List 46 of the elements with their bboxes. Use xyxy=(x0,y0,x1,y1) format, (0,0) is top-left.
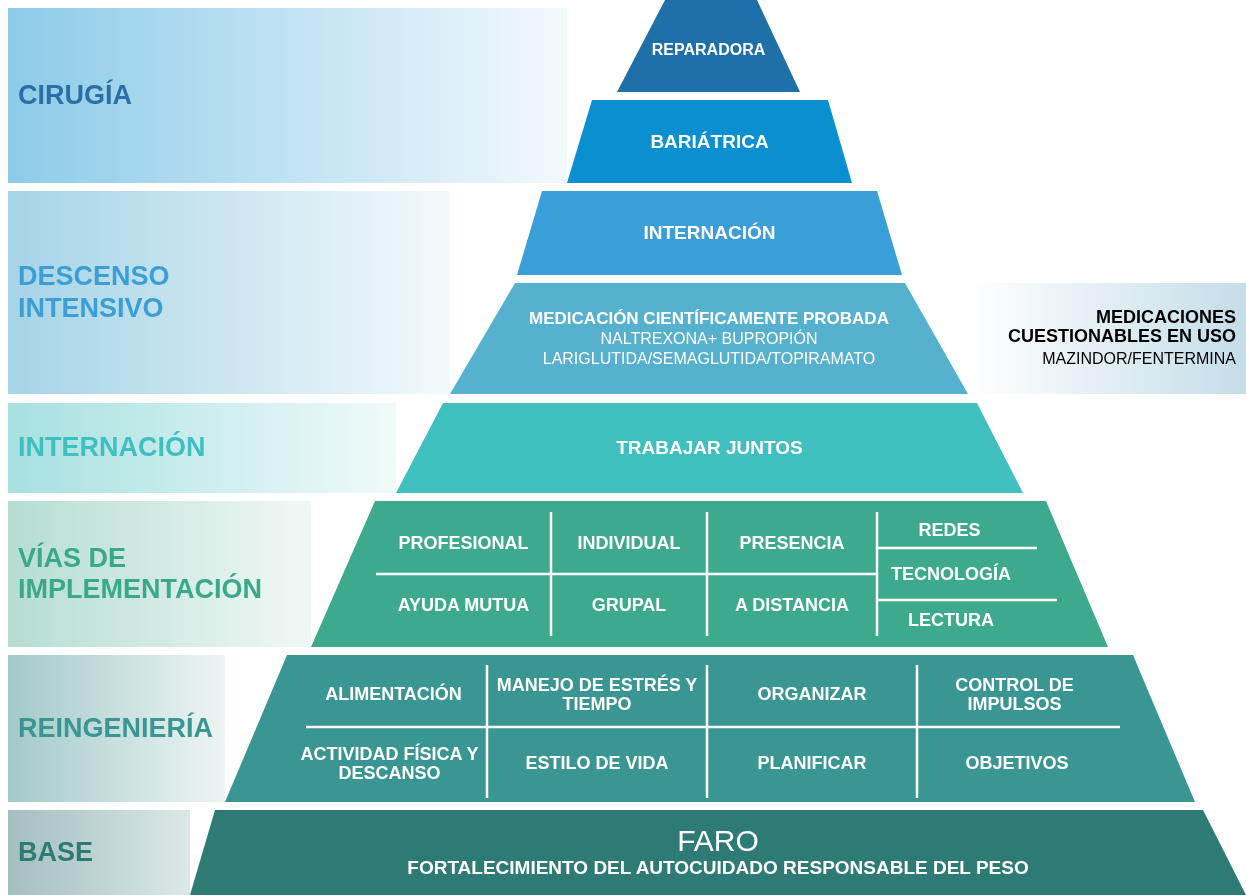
tier-label: REPARADORA xyxy=(651,40,766,60)
tier-item-label: TECNOLOGÍA xyxy=(877,548,1025,600)
pyramid-tier xyxy=(567,100,852,183)
tier-item-label: PROFESIONAL xyxy=(376,512,551,574)
category-label: REINGENIERÍA xyxy=(18,712,214,744)
category-band xyxy=(8,501,311,647)
tier-item-label: CONTROL DE IMPULSOS xyxy=(917,662,1112,727)
tier-subtext: LARIGLUTIDA/SEMAGLUTIDA/TOPIRAMATO xyxy=(542,349,876,370)
tier-label: INTERNACIÓN xyxy=(643,221,776,245)
tier-label: BARIÁTRICA xyxy=(650,129,769,154)
tier-subtext: FORTALECIMIENTO DEL AUTOCUIDADO RESPONSABLE DEL PESO xyxy=(407,855,1029,880)
category-label: INTERNACIÓN xyxy=(18,432,206,464)
tier-item-label: MANEJO DE ESTRÉS Y TIEMPO xyxy=(487,662,707,727)
category-band xyxy=(8,403,396,493)
tier-label: MEDICACIÓN CIENTÍFICAMENTE PROBADA xyxy=(529,307,889,329)
tier-item-label: INDIVIDUAL xyxy=(551,512,707,574)
category-label: BASE xyxy=(18,836,93,868)
pyramid-tier xyxy=(396,403,1023,493)
tier-item-label: AYUDA MUTUA xyxy=(376,574,551,636)
pyramid-tier xyxy=(450,283,968,394)
category-band xyxy=(8,655,225,802)
tier-item-label: ESTILO DE VIDA xyxy=(487,727,707,800)
panel-heading: MEDICACIONES CUESTIONABLES EN USO xyxy=(1006,307,1236,346)
tier-label: FARO xyxy=(677,825,759,856)
category-label: VÍAS DE IMPLEMENTACIÓN xyxy=(18,542,263,606)
category-label: DESCENSO INTENSIVO xyxy=(18,261,171,324)
pyramid-tier xyxy=(225,655,1195,802)
tier-item-label: ACTIVIDAD FÍSICA Y DESCANSO xyxy=(292,727,487,800)
category-label: CIRUGÍA xyxy=(18,79,132,111)
tier-item-label: A DISTANCIA xyxy=(707,574,877,636)
pyramid-tier xyxy=(311,501,1108,647)
tier-item-label: PLANIFICAR xyxy=(707,727,917,800)
category-band xyxy=(8,191,450,394)
tier-item-label: GRUPAL xyxy=(551,574,707,636)
tier-item-label: PRESENCIA xyxy=(707,512,877,574)
tier-item-label: REDES xyxy=(877,512,1022,548)
category-band xyxy=(8,810,190,895)
tier-item-label: ALIMENTACIÓN xyxy=(300,662,487,727)
tier-label: TRABAJAR JUNTOS xyxy=(616,436,803,460)
tier-item-label: ORGANIZAR xyxy=(707,662,917,727)
panel-subtext: MAZINDOR/FENTERMINA xyxy=(1042,349,1236,370)
tier-item-label: OBJETIVOS xyxy=(917,727,1117,800)
category-band xyxy=(8,8,567,183)
tier-item-label: LECTURA xyxy=(877,600,1025,640)
pyramid-tier xyxy=(190,810,1246,895)
tier-subtext: NALTREXONA+ BUPROPIÓN xyxy=(600,329,818,350)
